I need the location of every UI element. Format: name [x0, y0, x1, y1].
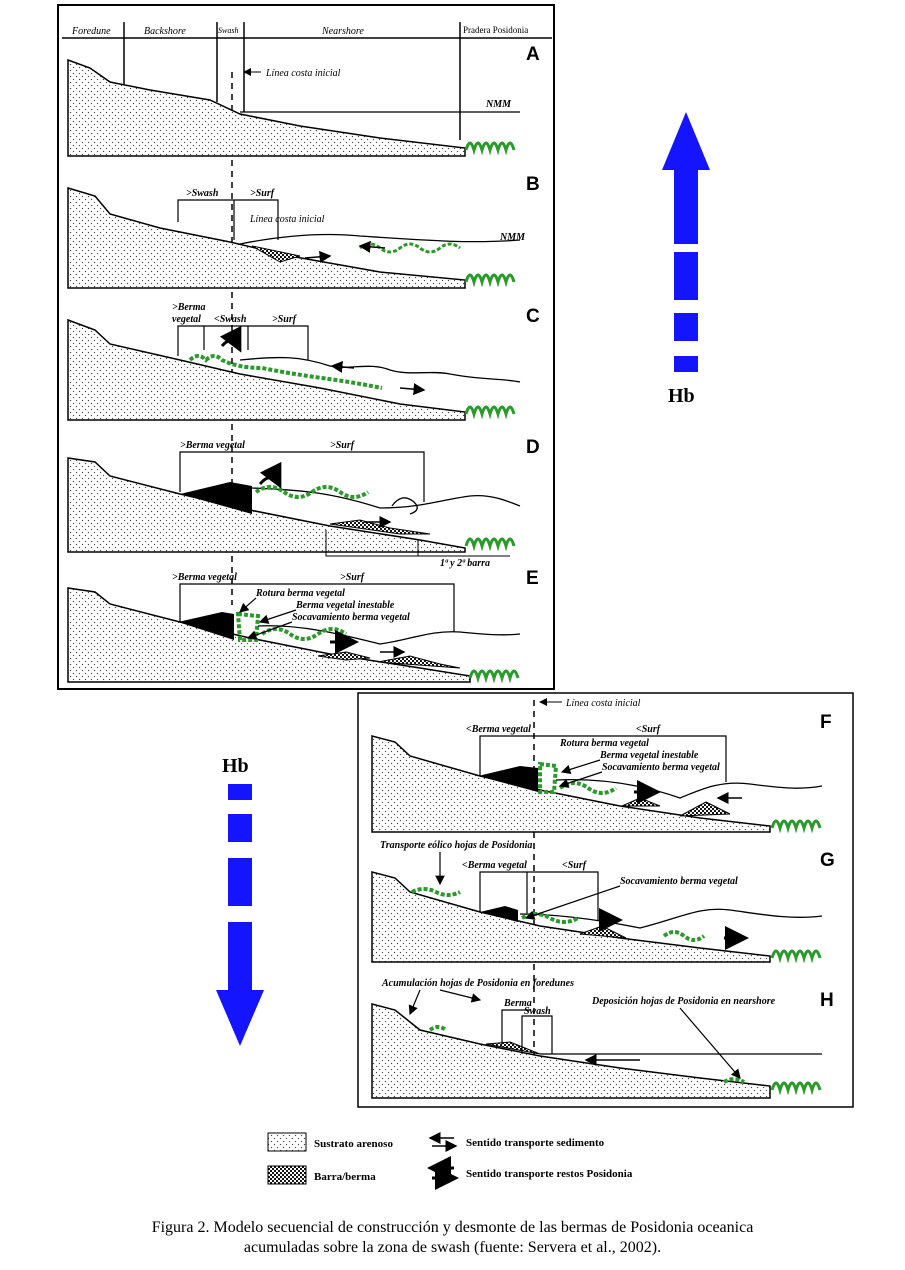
panel-f: <Berma vegetal <Surf Rotura berma vegeta… — [371, 724, 823, 834]
zone-header: Foredune Backshore Swash Nearshore Prade… — [62, 22, 552, 140]
panel-g: Transporte eólico hojas de Posidonia <Be… — [371, 840, 823, 964]
legend-sedimento: Sentido transporte sedimento — [466, 1137, 605, 1149]
panel-e-socava: Socavamiento berma vegetal — [292, 612, 410, 623]
panel-letter-a: A — [526, 44, 540, 65]
zone-backshore: Backshore — [144, 26, 186, 37]
hb-decrease-arrow: Hb — [216, 755, 264, 1046]
panel-h-berma: Berma — [503, 998, 532, 1009]
panel-b-surf: >Surf — [250, 188, 276, 199]
panel-c-swash: <Swash — [214, 314, 247, 325]
legend-posidonia-arrow-icon — [427, 1156, 459, 1190]
panel-g-berma: <Berma vegetal — [462, 860, 527, 871]
panel-c: >Berma vegetal <Swash >Surf — [67, 302, 521, 421]
panel-e-surf: >Surf — [340, 572, 366, 583]
panel-g-socava: Socavamiento berma vegetal — [620, 876, 738, 887]
panel-c-berma: >Berma — [172, 302, 205, 313]
legend-swatch-sustrato — [267, 1132, 307, 1152]
zone-swash: Swash — [218, 26, 238, 35]
panel-b-nmm: NMM — [499, 232, 526, 243]
panel-d: >Berma vegetal >Surf 1ª y 2ª barra — [67, 440, 521, 569]
panel-letter-f: F — [820, 712, 832, 733]
panel-f-socava: Socavamiento berma vegetal — [602, 762, 720, 773]
panel-letter-g: G — [820, 850, 835, 871]
panel-letter-d: D — [526, 437, 540, 458]
zone-foredune: Foredune — [71, 26, 111, 37]
panel-a: Línea costa inicial NMM — [67, 58, 520, 157]
legend-restos: Sentido transporte restos Posidonia — [466, 1168, 633, 1180]
panel-h: Acumulación hojas de Posidonia en foredu… — [371, 978, 822, 1099]
panel-g-eolico: Transporte eólico hojas de Posidonia — [380, 840, 532, 851]
panel-h-deposicion: Deposición hojas de Posidonia en nearsho… — [591, 996, 776, 1007]
panel-h-acumulacion: Acumulación hojas de Posidonia en foredu… — [381, 978, 574, 989]
figure-caption: Figura 2. Modelo secuencial de construcc… — [0, 1218, 905, 1258]
zone-nearshore: Nearshore — [321, 26, 364, 37]
bottom-frame — [357, 692, 854, 1108]
panel-b-swash: >Swash — [186, 188, 219, 199]
zone-pradera: Pradera Posidonia — [463, 25, 528, 35]
panel-c-surf: >Surf — [272, 314, 298, 325]
panel-d-barra: 1ª y 2ª barra — [440, 558, 490, 569]
panel-d-surf: >Surf — [330, 440, 356, 451]
top-frame — [57, 4, 555, 690]
legend-sustrato: Sustrato arenoso — [314, 1138, 393, 1150]
caption-line-2: acumuladas sobre la zona de swash (fuent… — [243, 1239, 662, 1256]
hb-down-label: Hb — [222, 755, 249, 777]
panel-c-vegetal: vegetal — [172, 314, 201, 325]
panel-f-linea: Línea costa inicial — [565, 698, 641, 709]
legend-barra: Barra/berma — [314, 1171, 376, 1183]
panel-f-inestable: Berma vegetal inestable — [599, 750, 699, 761]
beach-profile-diagram: Foredune Backshore Swash Nearshore Prade… — [57, 4, 854, 1190]
panel-a-linea: Línea costa inicial — [265, 68, 341, 79]
panel-e-inestable: Berma vegetal inestable — [295, 600, 395, 611]
panel-f-surf: <Surf — [636, 724, 662, 735]
panel-e-berma: >Berma vegetal — [172, 572, 237, 583]
panel-h-swash: Swash — [524, 1006, 551, 1017]
panel-e: >Berma vegetal >Surf Rotura berma vegeta… — [67, 572, 521, 684]
legend-swatch-barra — [267, 1165, 307, 1185]
hb-increase-arrow: Hb — [662, 112, 710, 407]
panel-e-rotura: Rotura berma vegetal — [255, 588, 345, 599]
legend: Sustrato arenoso Barra/berma Sentido tra… — [267, 1132, 633, 1190]
caption-line-1: Figura 2. Modelo secuencial de construcc… — [151, 1219, 754, 1236]
panel-letter-b: B — [526, 174, 540, 195]
panel-b-linea: Línea costa inicial — [249, 214, 325, 225]
panel-f-rotura: Rotura berma vegetal — [559, 738, 649, 749]
panel-letter-e: E — [526, 568, 539, 589]
panel-d-berma: >Berma vegetal — [180, 440, 245, 451]
legend-sediment-arrow-icon — [428, 1132, 458, 1152]
panel-f-berma: <Berma vegetal — [466, 724, 531, 735]
panel-a-nmm: NMM — [485, 99, 512, 110]
panel-b: >Swash >Surf Línea costa inicial NMM — [67, 186, 526, 289]
panel-letter-c: C — [526, 306, 540, 327]
panel-letter-h: H — [820, 990, 834, 1011]
hb-up-label: Hb — [668, 385, 695, 407]
panel-g-surf: <Surf — [562, 860, 588, 871]
